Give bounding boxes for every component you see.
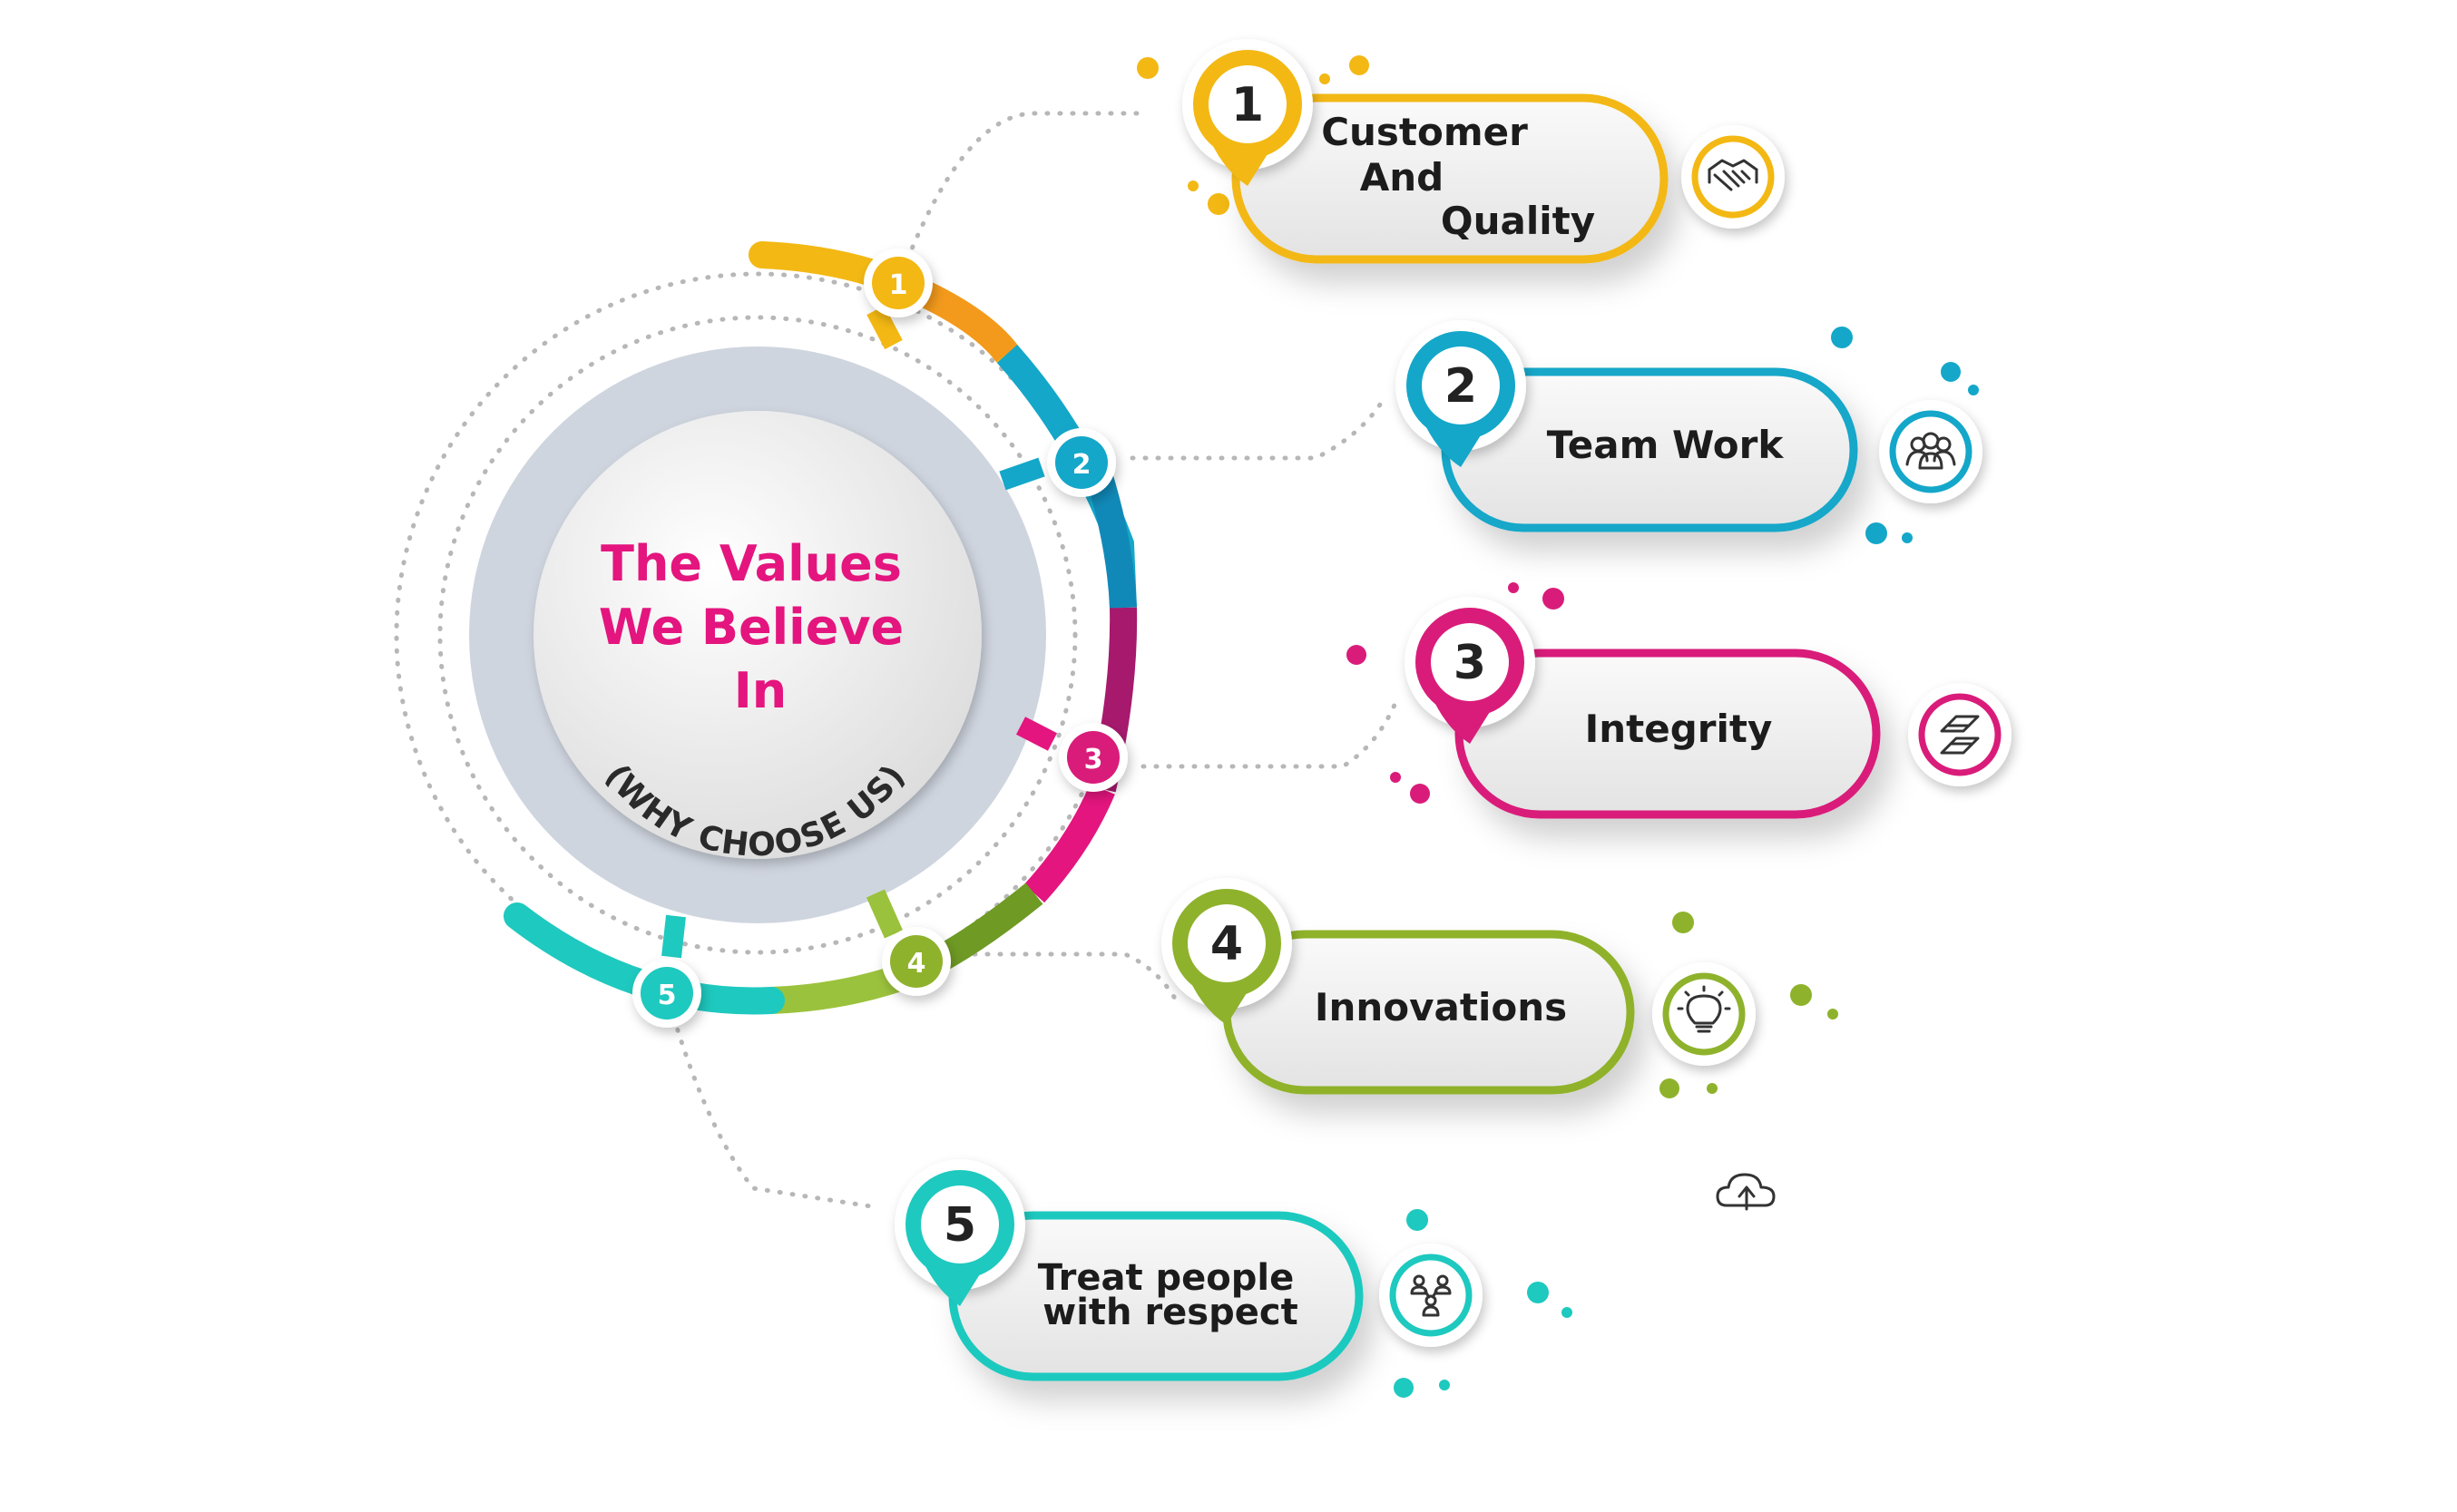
title-line-3: In (734, 662, 788, 719)
handshake-icon (1708, 159, 1758, 191)
ring-badge-2-number: 2 (1072, 449, 1091, 481)
value-card-3-number: 3 (1454, 636, 1486, 690)
title-line-1: The Values (601, 535, 902, 592)
cloud-upload-icon (1716, 1173, 1776, 1211)
value-card-3-line-1: Integrity (1585, 707, 1773, 751)
value-card-2-line-1: Team Work (1547, 423, 1785, 467)
ring-badge-1: 1 (864, 249, 933, 317)
ring-badge-5: 5 (632, 959, 701, 1028)
connector-4 (959, 951, 1182, 1010)
value-card-1-line-1: Customer (1321, 110, 1528, 154)
value-card-2: 2 Team Work (1395, 320, 1982, 544)
center-hub: The Values We Believe In (WHY CHOOSE US) (469, 346, 1046, 923)
people-network-icon (1410, 1274, 1452, 1317)
spoke-4 (866, 889, 904, 939)
ring-badge-2: 2 (1047, 428, 1116, 497)
ring-badge-4-number: 4 (907, 948, 926, 980)
value-card-4-line-1: Innovations (1315, 985, 1567, 1029)
value-card-1-line-2: And (1360, 155, 1444, 200)
value-card-1-pill (1231, 93, 1669, 264)
title-line-2: We Believe (599, 599, 904, 656)
spoke-5 (661, 914, 686, 959)
spoke-3 (1015, 717, 1058, 751)
connector-1 (896, 111, 1150, 286)
decor-dots-4 (1659, 912, 1838, 1098)
value-card-1-line-3: Quality (1441, 199, 1595, 243)
value-card-5-line-1: Treat people (1038, 1257, 1295, 1299)
value-card-3: 3 Integrity (1346, 582, 2012, 819)
decor-dots-2 (1831, 327, 1979, 544)
value-card-1: 1 Customer And Quality (1137, 39, 1785, 264)
inner-white-disc (533, 411, 982, 859)
spoke-1 (866, 305, 903, 350)
value-card-5-line-2: with respect (1043, 1292, 1297, 1333)
value-card-1-number: 1 (1231, 78, 1264, 132)
integrity-icon (1940, 715, 1980, 755)
dotted-orbit-inner (437, 315, 1078, 955)
ring-badge-1-number: 1 (889, 269, 908, 301)
ring-arc-blue (1084, 467, 1137, 609)
value-card-4-number: 4 (1210, 917, 1243, 971)
team-icon (1905, 432, 1956, 470)
ring-badge-3: 3 (1059, 723, 1128, 792)
value-card-2-number: 2 (1444, 359, 1477, 414)
spoke-2 (999, 457, 1045, 491)
value-card-5: 5 Treat people with respect (895, 1159, 1572, 1398)
lightbulb-icon (1677, 985, 1731, 1033)
connector-5 (664, 990, 874, 1209)
connector-2 (1130, 396, 1386, 461)
ring-badges: 1 2 3 4 5 (632, 249, 1128, 1028)
ring-badge-3-number: 3 (1084, 744, 1103, 776)
value-card-5-number: 5 (944, 1198, 976, 1253)
ring-badge-5-number: 5 (658, 980, 677, 1011)
ring-badge-4: 4 (882, 927, 951, 996)
value-card-4: 4 Innovations (1161, 878, 1838, 1098)
ring-arc-magenta (1023, 784, 1115, 903)
decor-dots-5 (1394, 1209, 1572, 1398)
decor-dots-1 (1137, 55, 1369, 215)
decor-dots-3 (1346, 582, 1564, 804)
connector-3 (1140, 696, 1400, 769)
